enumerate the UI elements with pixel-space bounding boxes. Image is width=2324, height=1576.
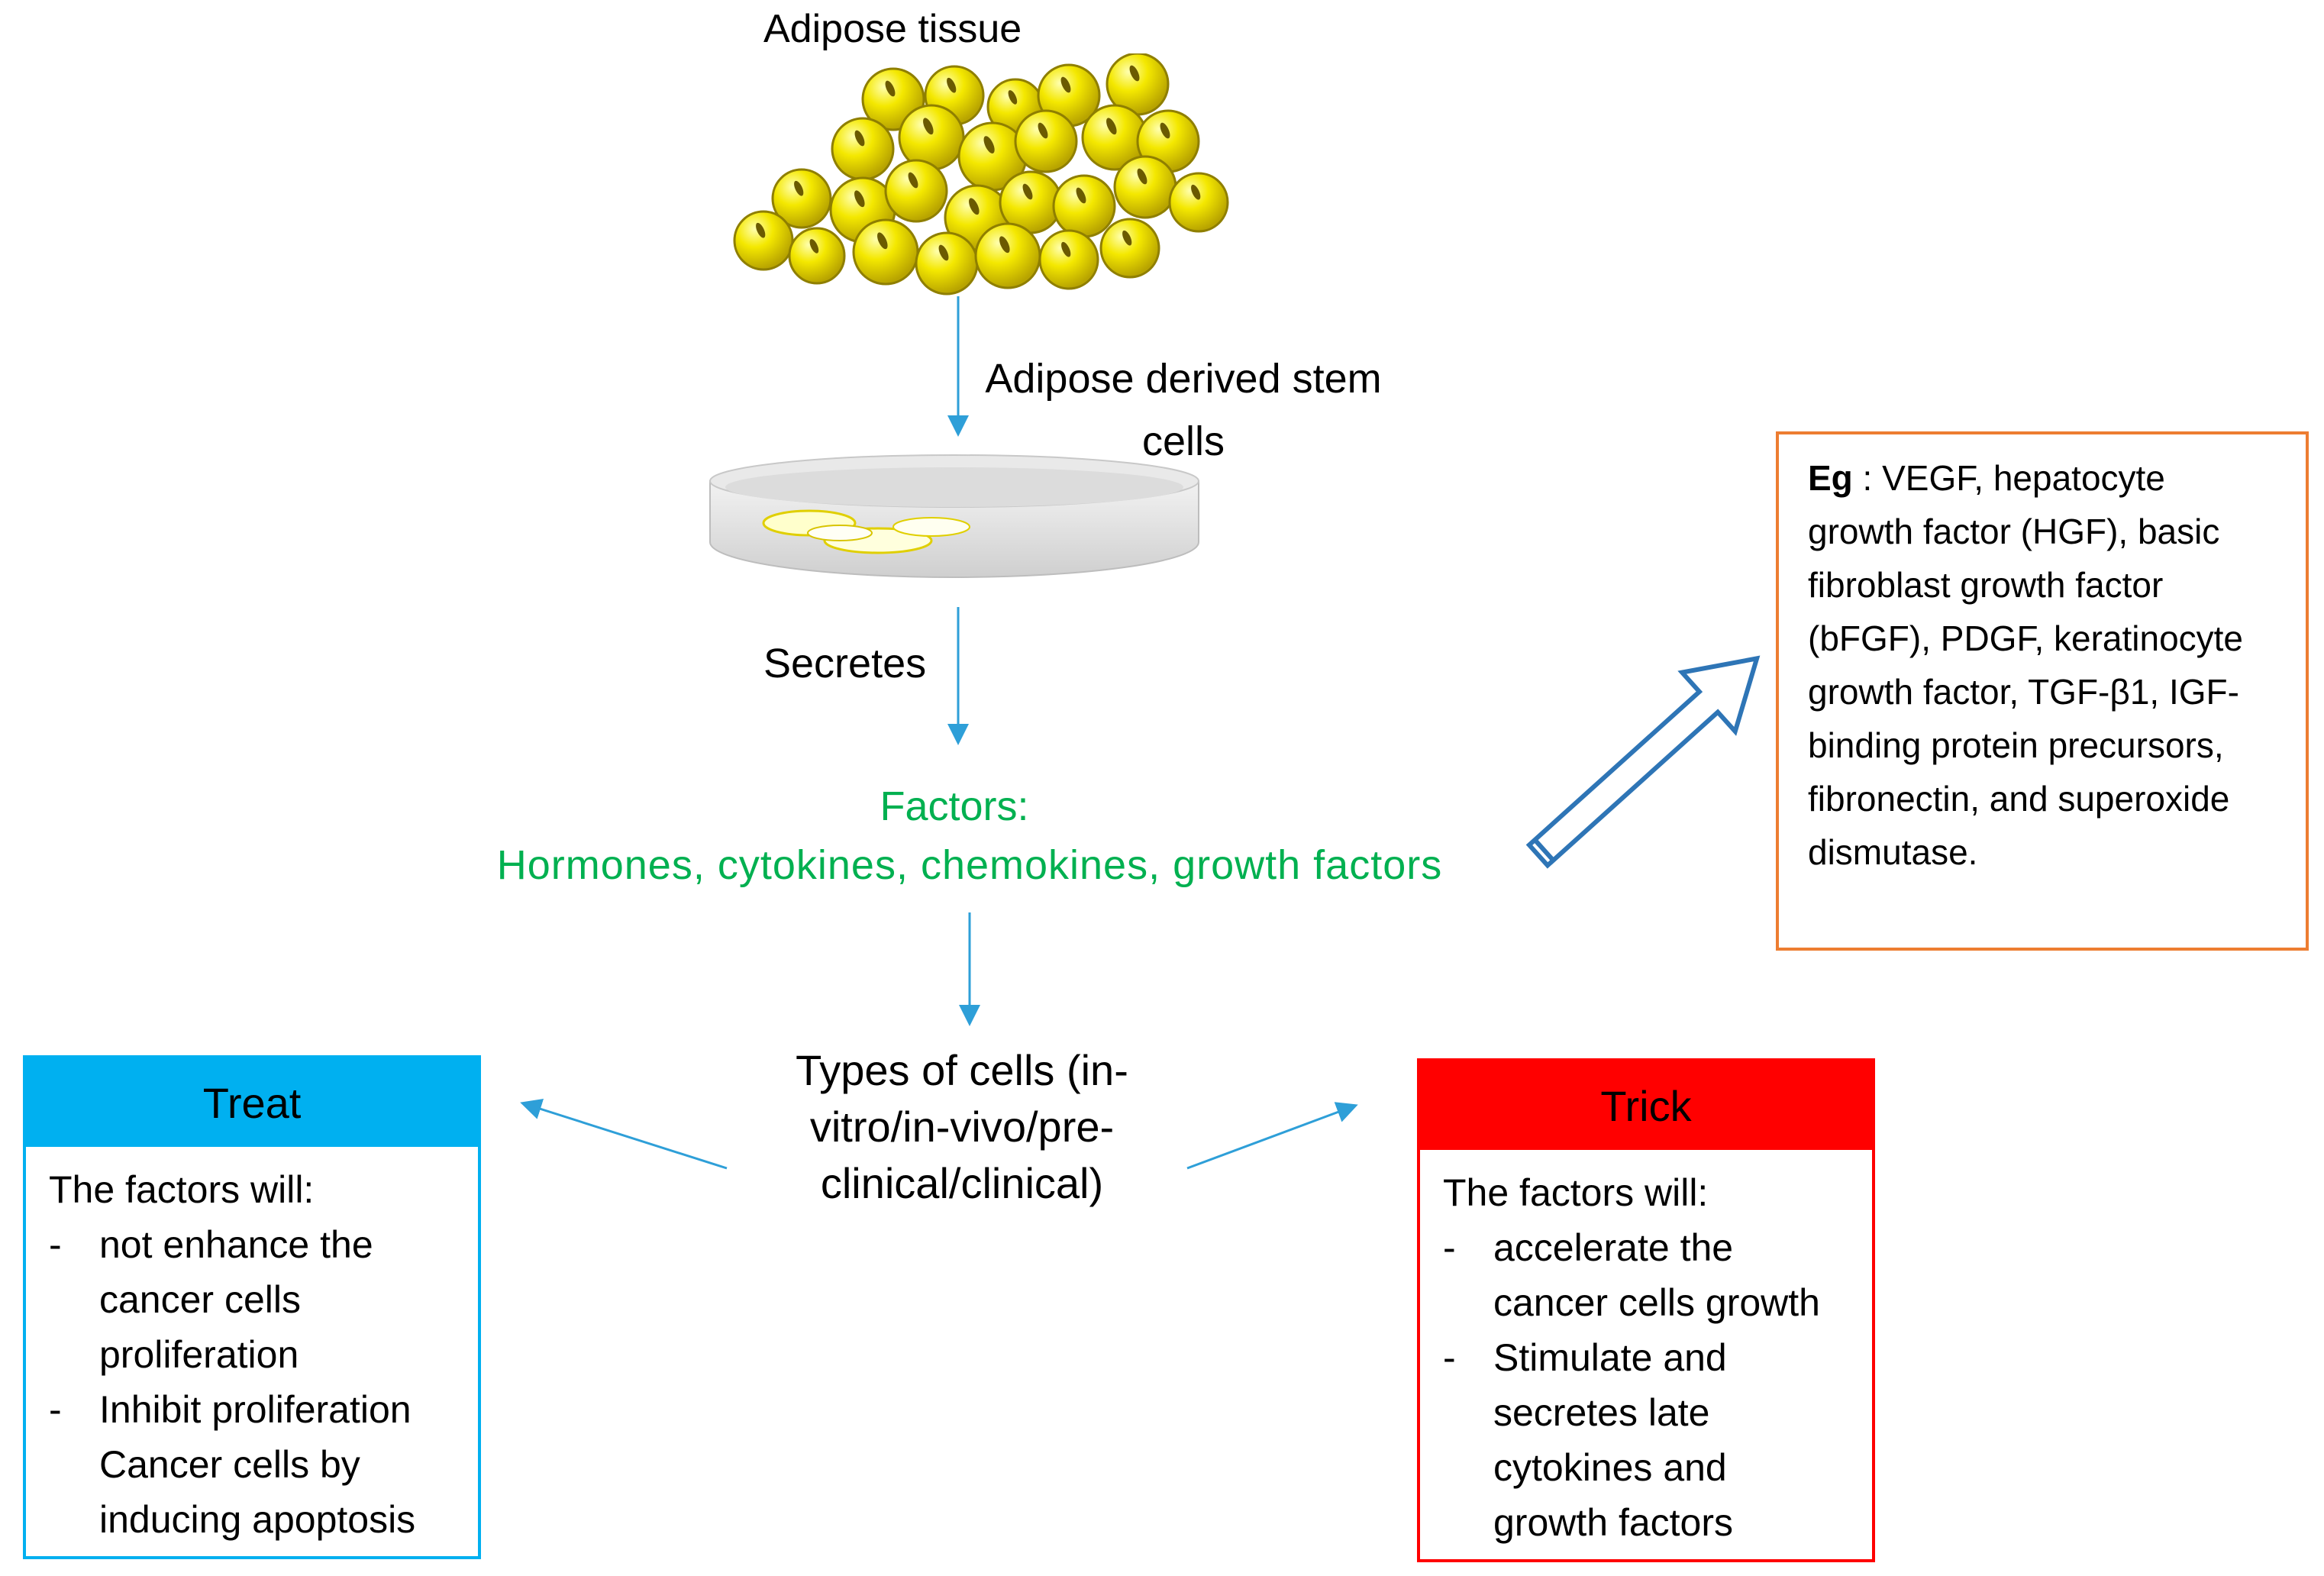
fat-cell-nucleus	[947, 77, 957, 93]
hollow-arrow-to-examples	[1525, 655, 1761, 869]
fat-cell-nucleus	[1137, 168, 1147, 185]
trick-intro: The factors will:	[1443, 1171, 1709, 1214]
fat-cell-nucleus	[1038, 122, 1048, 139]
fat-cell-nucleus	[1106, 118, 1117, 135]
fat-cell-nucleus	[1160, 122, 1170, 139]
fat-cell-nucleus	[1008, 90, 1018, 105]
fat-cell-nucleus	[877, 232, 888, 250]
petri-dish-illustration	[709, 454, 1199, 578]
fat-cell-nucleus	[1061, 241, 1071, 257]
fat-cell	[1099, 218, 1160, 279]
examples-label: Eg	[1808, 458, 1853, 498]
fat-cell-nucleus	[854, 190, 865, 208]
arrow-to-treat	[520, 1098, 728, 1170]
fat-cell-nucleus	[908, 172, 918, 189]
fat-cell-nucleus	[1022, 183, 1033, 200]
fat-cell	[733, 210, 794, 271]
fat-cell	[771, 168, 832, 229]
fat-cell-nucleus	[1129, 65, 1140, 82]
fat-cell-nucleus	[809, 239, 819, 254]
treat-box: Treat The factors will: not enhance the …	[23, 1055, 481, 1559]
fat-cell-nucleus	[1076, 187, 1086, 204]
fat-cell-nucleus	[999, 236, 1010, 254]
fat-cell	[1038, 229, 1099, 290]
fat-cell-nucleus	[854, 130, 865, 147]
growth-factor-examples-box: Eg : VEGF, hepatocyte growth factor (HGF…	[1776, 431, 2309, 951]
fat-cell-nucleus	[938, 244, 949, 261]
treat-header: Treat	[26, 1058, 478, 1147]
stem-cells-in-dish	[762, 509, 970, 554]
examples-text: : VEGF, hepatocyte growth factor (HGF), …	[1808, 458, 2244, 872]
fat-cell	[788, 227, 846, 285]
treat-item: Inhibit proliferation Cancer cells by in…	[49, 1382, 455, 1547]
trick-header: Trick	[1420, 1061, 1872, 1150]
adipose-derived-stem-cells-label: Adipose derived stem cells	[985, 356, 1382, 464]
fat-cell	[1014, 109, 1078, 173]
fat-cell-nucleus	[794, 180, 804, 196]
trick-box: Trick The factors will: accelerate the c…	[1417, 1058, 1875, 1562]
fat-cell	[884, 159, 948, 223]
factors-title: Factors:	[880, 783, 1029, 829]
treat-item: not enhance the cancer cells proliferati…	[49, 1217, 455, 1382]
fat-cell-nucleus	[969, 198, 980, 215]
fat-cell-nucleus	[756, 222, 766, 238]
fat-cell-nucleus	[1060, 76, 1071, 93]
adipose-tissue-illustration	[733, 53, 1229, 296]
factors-list: Hormones, cytokines, chemokines, growth …	[496, 842, 1443, 888]
secretes-label: Secretes	[763, 641, 927, 686]
fat-cell-nucleus	[983, 136, 995, 153]
treat-intro: The factors will:	[49, 1168, 315, 1211]
trick-item: Stimulate and secretes late cytokines an…	[1443, 1330, 1849, 1550]
fat-cell-nucleus	[885, 80, 896, 97]
trick-item: accelerate the cancer cells growth	[1443, 1220, 1849, 1330]
fat-cell-nucleus	[1191, 184, 1201, 200]
fat-cell-nucleus	[1122, 230, 1132, 246]
fat-cell-nucleus	[923, 118, 934, 135]
types-of-cells-label: Types of cells (in-vitro/in-vivo/pre-cli…	[796, 1046, 1128, 1207]
arrow-to-trick	[1186, 1102, 1358, 1170]
fat-cell	[1168, 172, 1229, 233]
adipose-tissue-title: Adipose tissue	[763, 7, 1022, 51]
fat-cell-cluster	[733, 53, 1229, 296]
